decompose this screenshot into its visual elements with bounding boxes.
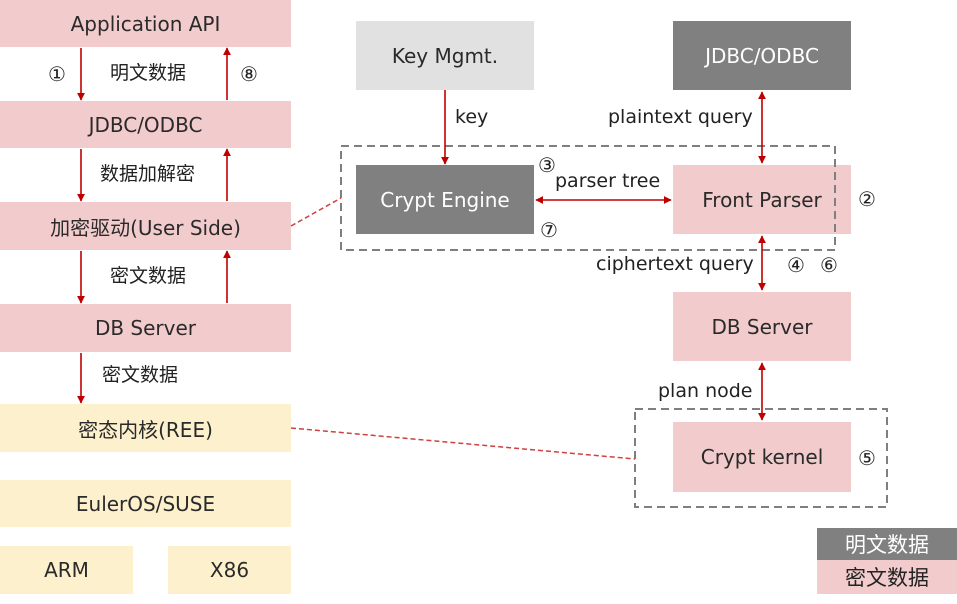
application-api-box: Application API <box>0 0 291 47</box>
left-jdbc-odbc-label: JDBC/ODBC <box>88 112 203 137</box>
edge-label-parser-tree: parser tree <box>555 170 661 192</box>
step-marker-7: ⑦ <box>540 218 558 242</box>
edge-label-ciphertext-data-1: 密文数据 <box>110 265 187 287</box>
x86-box: X86 <box>168 546 291 594</box>
right-db-server-label: DB Server <box>711 314 813 339</box>
legend-ciphertext-label: 密文数据 <box>845 566 929 590</box>
right-jdbc-odbc-label: JDBC/ODBC <box>705 43 819 68</box>
crypto-driver-box: 加密驱动(User Side) <box>0 202 291 250</box>
crypto-driver-label: 加密驱动(User Side) <box>50 215 241 240</box>
crypt-engine-box: Crypt Engine <box>356 165 534 234</box>
key-mgmt-label: Key Mgmt. <box>391 43 499 68</box>
os-label: EulerOS/SUSE <box>75 491 216 516</box>
front-parser-label: Front Parser <box>702 187 822 212</box>
os-box: EulerOS/SUSE <box>0 480 291 527</box>
crypt-kernel-box: Crypt kernel <box>673 422 851 492</box>
crypt-engine-label: Crypt Engine <box>380 187 510 212</box>
step-marker-1: ① <box>48 62 66 86</box>
step-marker-5: ⑤ <box>858 446 876 470</box>
crypto-kernel-ree-label: 密态内核(REE) <box>78 417 213 442</box>
step-marker-4: ④ <box>787 253 805 277</box>
left-jdbc-odbc-box: JDBC/ODBC <box>0 101 291 148</box>
edge-label-plaintext-query: plaintext query <box>608 106 753 128</box>
left-db-server-label: DB Server <box>94 316 197 340</box>
legend-plaintext-label: 明文数据 <box>845 533 929 557</box>
x86-label: X86 <box>209 558 250 582</box>
edge-label-data-encrypt-decrypt: 数据加解密 <box>100 163 196 185</box>
right-jdbc-odbc-box: JDBC/ODBC <box>673 21 851 90</box>
edge-label-ciphertext-query: ciphertext query <box>596 253 754 275</box>
step-marker-3: ③ <box>538 153 556 177</box>
crypto-kernel-ree-box: 密态内核(REE) <box>0 404 291 452</box>
edge-label-key: key <box>455 106 489 128</box>
left-db-server-box: DB Server <box>0 304 291 352</box>
legend-ciphertext: 密文数据 <box>817 560 957 594</box>
arm-box: ARM <box>0 546 133 594</box>
legend-plaintext: 明文数据 <box>817 528 957 560</box>
key-mgmt-box: Key Mgmt. <box>356 21 534 90</box>
application-api-label: Application API <box>70 11 221 36</box>
front-parser-box: Front Parser <box>673 165 851 234</box>
edge-label-plaintext-data: 明文数据 <box>110 62 187 84</box>
step-marker-2: ② <box>858 187 876 211</box>
right-db-server-box: DB Server <box>673 292 851 361</box>
edge-label-plan-node: plan node <box>658 380 753 402</box>
driver-to-engine-link <box>290 197 342 227</box>
edge-label-ciphertext-data-2: 密文数据 <box>102 364 179 386</box>
step-marker-6: ⑥ <box>820 253 838 277</box>
kernel-ree-to-crypt-kernel-link <box>290 427 636 460</box>
arm-label: ARM <box>44 558 89 582</box>
step-marker-8: ⑧ <box>240 62 258 86</box>
crypt-kernel-label: Crypt kernel <box>700 445 824 469</box>
